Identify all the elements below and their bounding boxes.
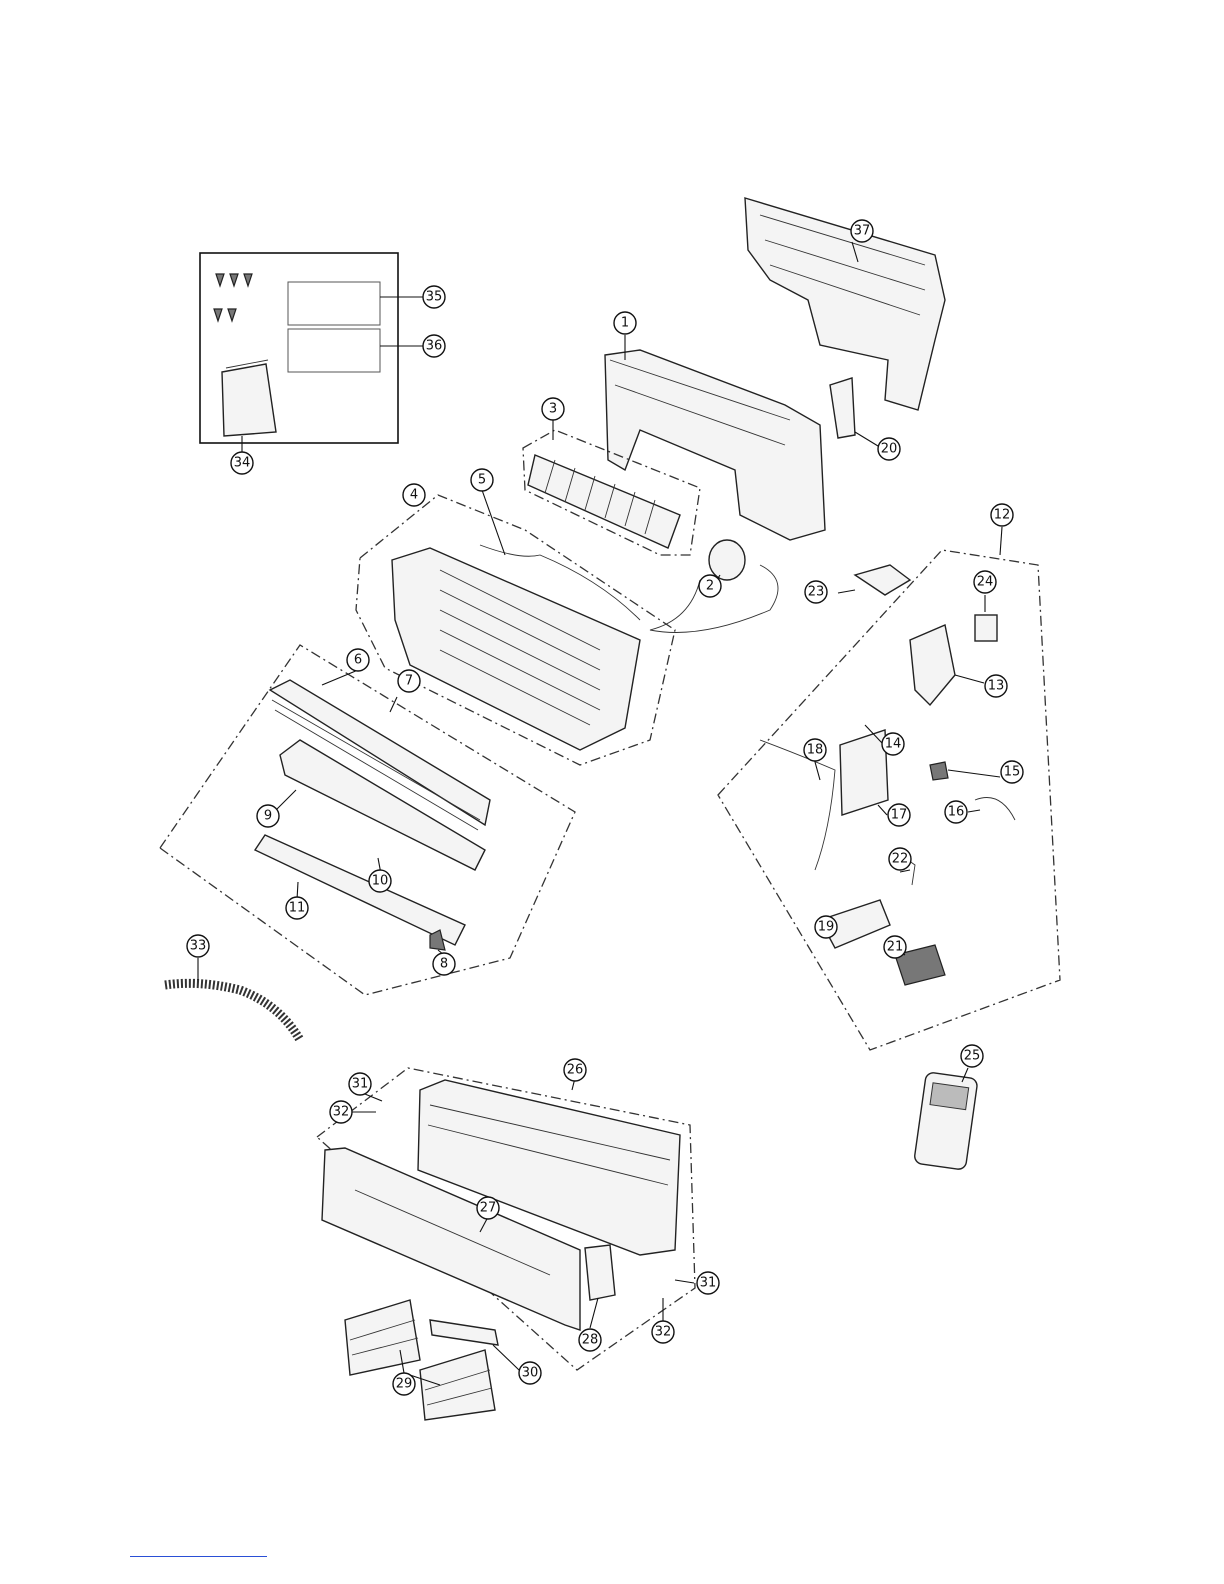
callout-25: 25 — [961, 1045, 983, 1067]
callout-27: 27 — [477, 1197, 499, 1219]
callout-14: 14 — [882, 733, 904, 755]
callout-22: 22 — [889, 848, 911, 870]
callout-26: 26 — [564, 1059, 586, 1081]
svg-text:5: 5 — [478, 473, 486, 488]
svg-text:31: 31 — [352, 1077, 369, 1092]
svg-text:10: 10 — [372, 874, 389, 889]
callout-29: 29 — [393, 1373, 415, 1395]
installation-plate — [745, 198, 945, 410]
callout-3: 3 — [542, 398, 564, 420]
svg-text:4: 4 — [410, 488, 418, 503]
remote-control — [914, 1068, 978, 1170]
callout-18: 18 — [804, 739, 826, 761]
callout-1: 1 — [614, 312, 636, 334]
callout-35: 35 — [423, 286, 445, 308]
svg-text:35: 35 — [426, 290, 443, 305]
svg-text:31: 31 — [700, 1276, 717, 1291]
drain-hose — [165, 958, 300, 1040]
manual-booklet — [222, 360, 276, 436]
footer-rule — [130, 1556, 267, 1557]
svg-text:17: 17 — [891, 808, 908, 823]
callout-28: 28 — [579, 1329, 601, 1351]
svg-text:12: 12 — [994, 508, 1011, 523]
callout-13: 13 — [985, 675, 1007, 697]
svg-text:16: 16 — [948, 805, 965, 820]
bracket — [830, 378, 878, 446]
svg-text:36: 36 — [426, 339, 443, 354]
svg-text:27: 27 — [480, 1201, 497, 1216]
svg-text:3: 3 — [549, 402, 557, 417]
callout-30: 30 — [519, 1362, 541, 1384]
callout-19: 19 — [815, 916, 837, 938]
svg-text:1: 1 — [621, 316, 629, 331]
callout-12: 12 — [991, 504, 1013, 526]
callout-20: 20 — [878, 438, 900, 460]
callout-2: 2 — [699, 575, 721, 597]
svg-text:2: 2 — [706, 579, 714, 594]
svg-text:26: 26 — [567, 1063, 584, 1078]
svg-text:14: 14 — [885, 737, 902, 752]
svg-text:19: 19 — [818, 920, 835, 935]
screw-icon — [214, 274, 252, 321]
callout-21: 21 — [884, 936, 906, 958]
svg-text:37: 37 — [854, 224, 871, 239]
callout-15: 15 — [1001, 761, 1023, 783]
svg-text:22: 22 — [892, 852, 909, 867]
callout-11: 11 — [286, 897, 308, 919]
svg-text:28: 28 — [582, 1333, 599, 1348]
callout-32-top: 32 — [330, 1101, 352, 1123]
svg-text:24: 24 — [977, 575, 994, 590]
svg-text:18: 18 — [807, 743, 824, 758]
callout-5: 5 — [471, 469, 493, 491]
callout-17: 17 — [888, 804, 910, 826]
electronic-controller-group — [718, 527, 1060, 1050]
callout-34: 34 — [231, 452, 253, 474]
callout-31-top: 31 — [349, 1073, 371, 1095]
callout-32-bottom: 32 — [652, 1321, 674, 1343]
callout-37: 37 — [851, 220, 873, 242]
svg-text:23: 23 — [808, 585, 825, 600]
svg-text:32: 32 — [333, 1105, 350, 1120]
accessory-box — [200, 253, 423, 452]
svg-text:8: 8 — [440, 957, 448, 972]
callout-24: 24 — [974, 571, 996, 593]
svg-text:15: 15 — [1004, 765, 1021, 780]
callout-6: 6 — [347, 649, 369, 671]
svg-text:11: 11 — [289, 901, 306, 916]
svg-text:6: 6 — [354, 653, 362, 668]
air-filters — [345, 1300, 519, 1420]
evaporator — [356, 495, 675, 765]
svg-text:25: 25 — [964, 1049, 981, 1064]
svg-text:13: 13 — [988, 679, 1005, 694]
svg-text:21: 21 — [887, 940, 904, 955]
svg-text:29: 29 — [396, 1377, 413, 1392]
svg-text:34: 34 — [234, 456, 251, 471]
svg-text:32: 32 — [655, 1325, 672, 1340]
callout-16: 16 — [945, 801, 967, 823]
callout-10: 10 — [369, 870, 391, 892]
callout-8: 8 — [433, 953, 455, 975]
callout-36: 36 — [423, 335, 445, 357]
svg-text:20: 20 — [881, 442, 898, 457]
svg-text:33: 33 — [190, 939, 207, 954]
callout-7: 7 — [398, 670, 420, 692]
callout-31-bottom: 31 — [697, 1272, 719, 1294]
callout-23: 23 — [805, 581, 827, 603]
callout-33: 33 — [187, 935, 209, 957]
svg-text:30: 30 — [522, 1366, 539, 1381]
svg-text:7: 7 — [405, 674, 413, 689]
callout-9: 9 — [257, 805, 279, 827]
callout-4: 4 — [403, 484, 425, 506]
svg-text:9: 9 — [264, 809, 272, 824]
